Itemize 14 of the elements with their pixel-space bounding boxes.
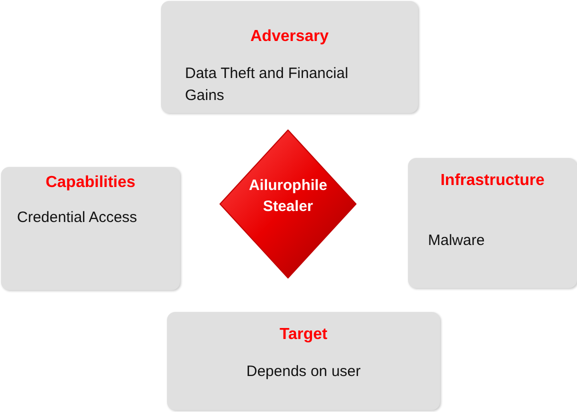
info-card (161, 1, 418, 113)
card-heading: Infrastructure (439, 172, 546, 190)
card-text: Credential Access (17, 208, 138, 228)
card-text: Depends on user (245, 362, 362, 382)
info-card (1, 167, 180, 290)
info-card (167, 312, 440, 410)
decision-diamond (218, 128, 358, 280)
card-text: Malware (428, 231, 486, 251)
card-heading: Capabilities (44, 174, 136, 192)
diamond-label: Ailurophile Stealer (248, 176, 328, 218)
card-heading: Target (278, 326, 328, 344)
card-text: Data Theft and Financial Gains (185, 64, 350, 106)
card-heading: Adversary (249, 28, 330, 46)
info-card (408, 158, 577, 288)
